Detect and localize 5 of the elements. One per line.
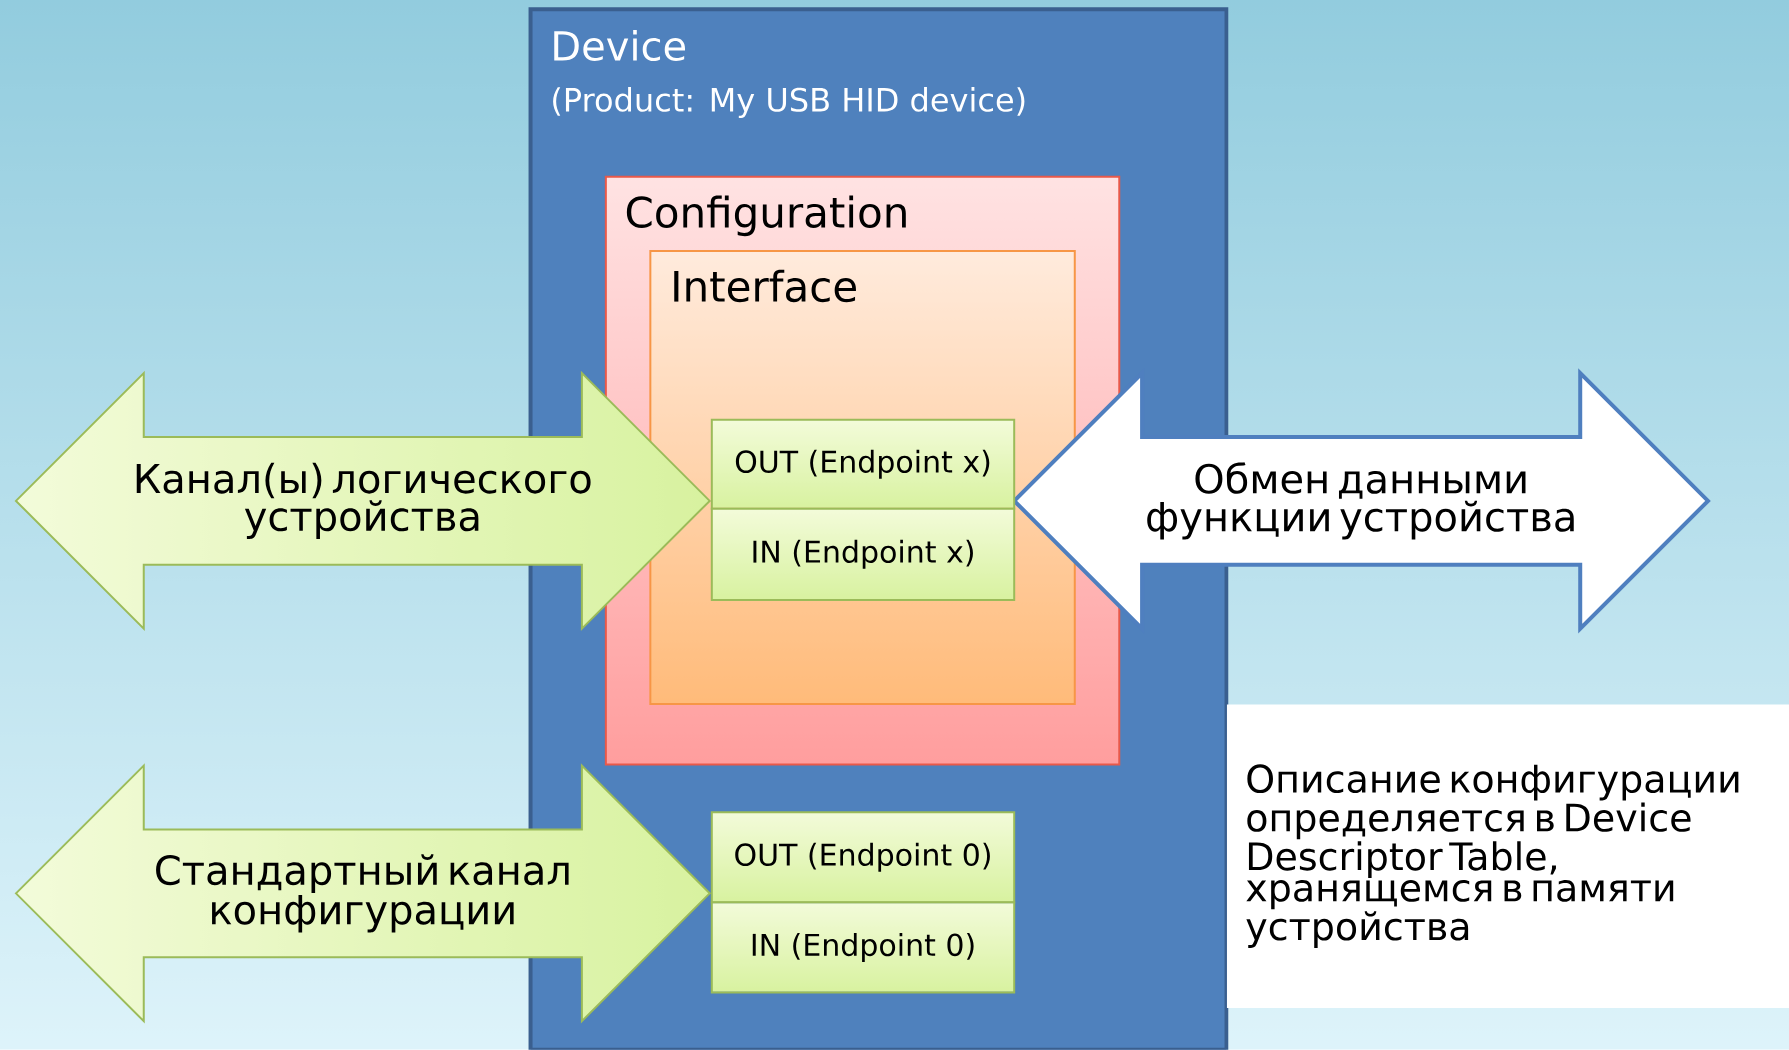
note-box: Описание конфигурации определяется в Device Descriptor Table, хранящемся в памяти устройства [1226,704,1789,1009]
endpoint-box: IN (Endpoint x) [710,507,1016,602]
endpoint-box: OUT (Endpoint x) [710,418,1016,510]
endpoint-box: OUT (Endpoint 0) [710,811,1016,904]
endpoint-box: IN (Endpoint 0) [710,901,1016,994]
